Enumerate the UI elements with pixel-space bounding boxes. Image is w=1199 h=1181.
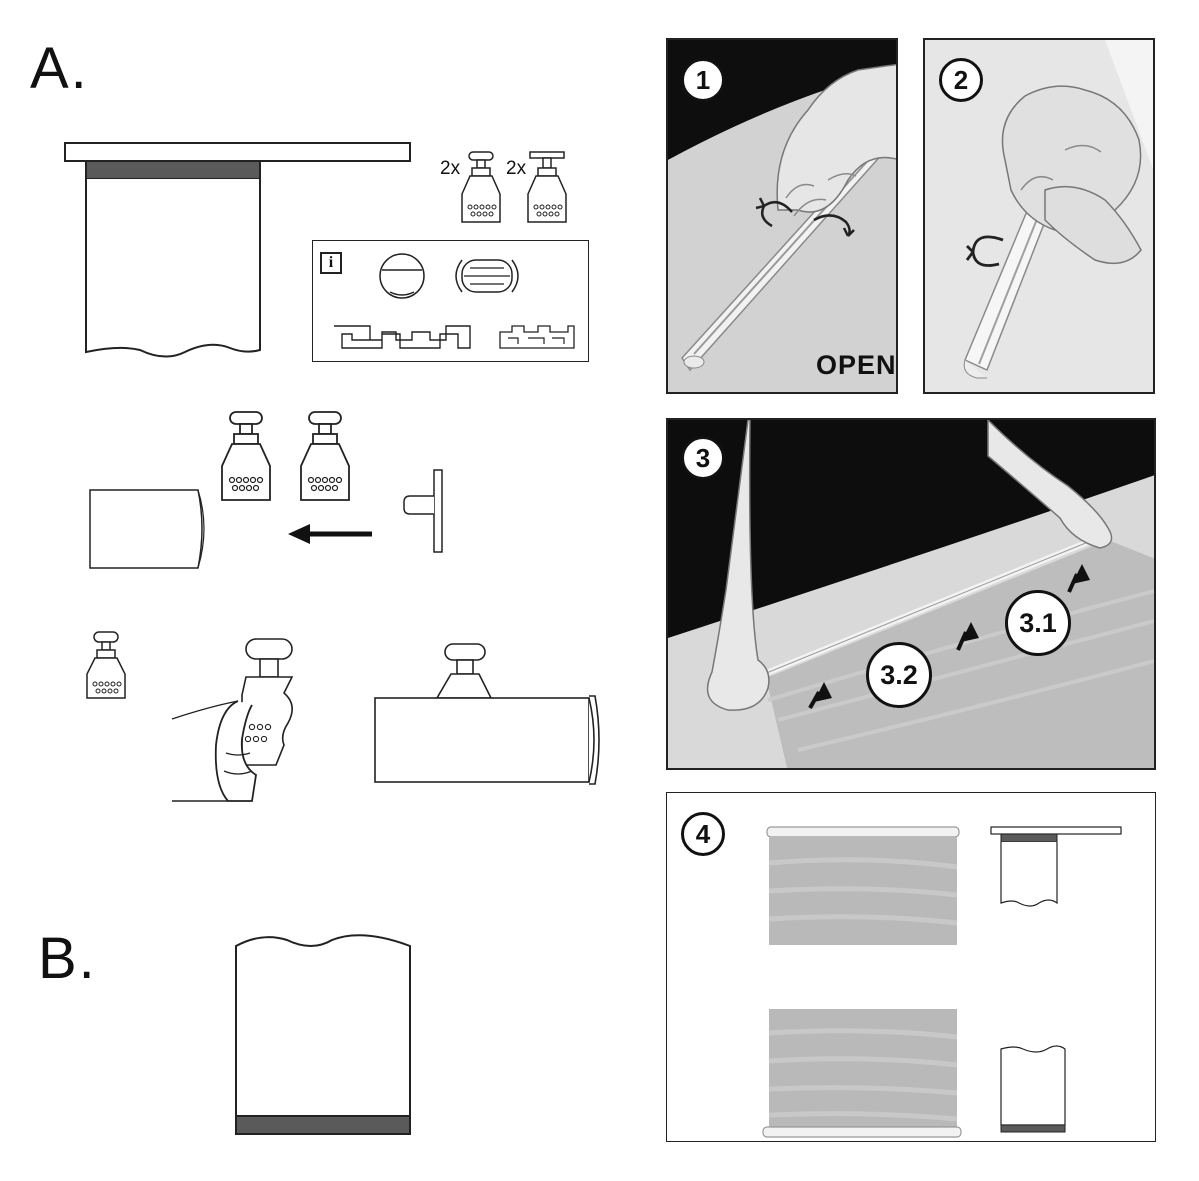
step-1-photo-scene [668,40,896,392]
step-3-2-badge: 3.2 [866,642,932,708]
clip-large-icon-2 [300,411,350,501]
clip-large-icon-1 [221,411,271,501]
qty-round-head-label: 2x [440,158,461,179]
rail-profiles [334,253,575,349]
clip-on-rail-assembled [374,643,600,785]
step-3-photo-scene [668,420,1154,768]
step-4-diagram [762,826,1122,1138]
step-1-open-label: OPEN [816,350,897,380]
step-3-photo [666,418,1156,770]
t-head-clip-icon [527,151,567,223]
pin-part [403,469,443,553]
fabric-panel-top-view [64,142,411,358]
info-box: i [312,240,589,362]
step-3-badge: 3 [681,436,725,480]
step-1-photo: OPEN [666,38,898,394]
section-a-label: A. [30,36,89,101]
fabric-panel-bottom-view [235,934,411,1135]
qty-t-head-label: 2x [506,158,527,179]
info-icon-glyph: i [328,254,334,271]
step-1-badge: 1 [681,58,725,102]
section-b-label: B. [38,926,97,991]
step-4-box [666,792,1156,1142]
packaging-bag [89,489,205,569]
info-icon: i [320,252,342,274]
step-3-1-badge: 3.1 [1005,590,1071,656]
clip-in-rail-cross-section [171,638,294,802]
clip-small-icon [86,631,126,699]
step-2-badge: 2 [939,58,983,102]
step-4-badge: 4 [681,812,725,856]
arrow-left-icon [288,524,372,544]
round-head-clip-icon [461,151,501,223]
step-2-photo-scene [925,40,1153,392]
